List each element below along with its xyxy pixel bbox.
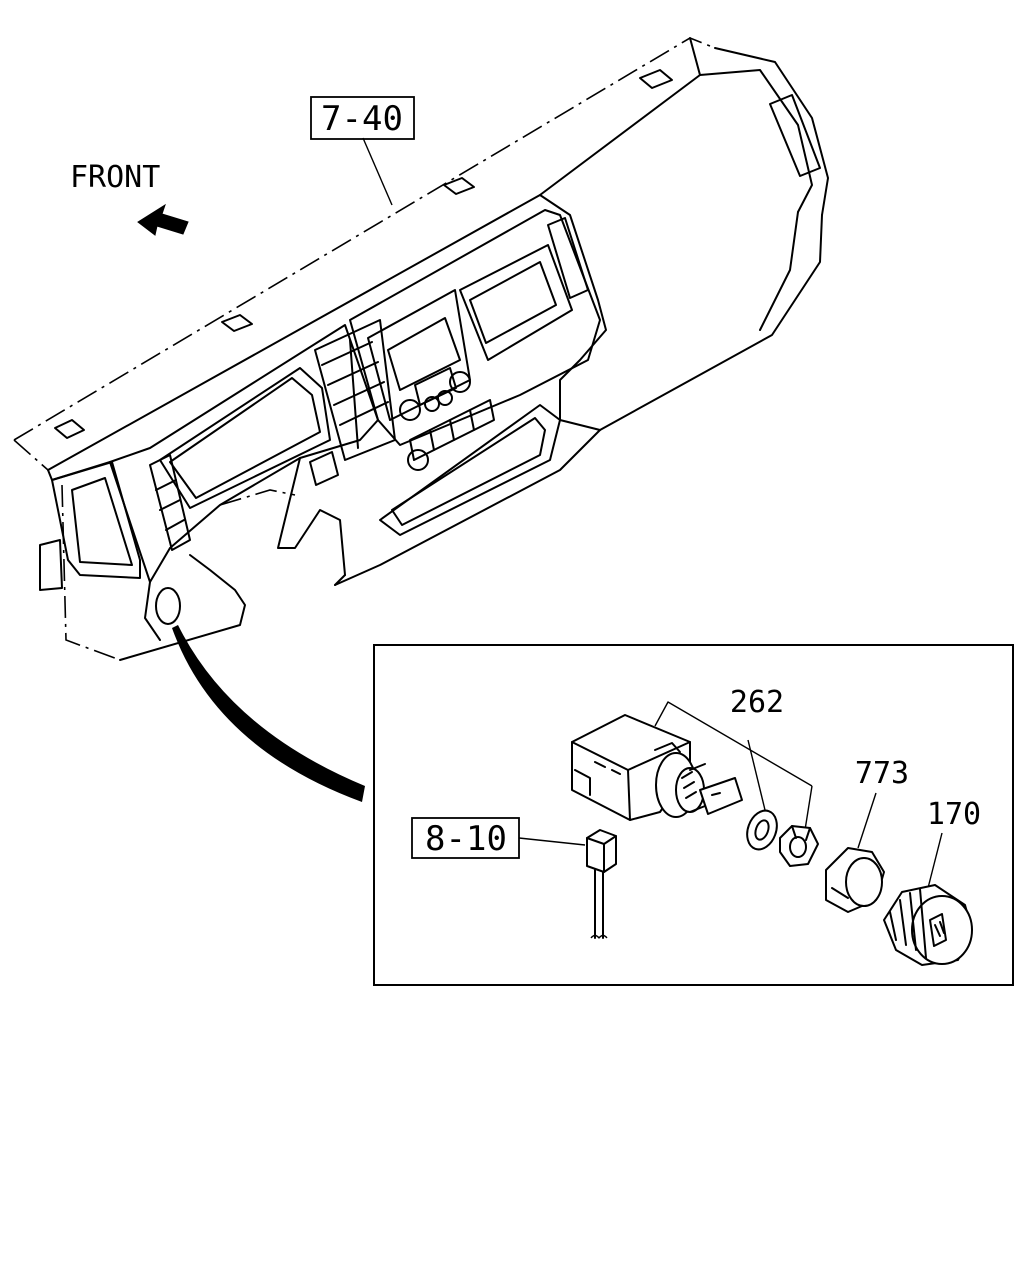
switch-part-label: 262 (730, 685, 784, 720)
connector-ref-label: 8-10 (425, 819, 507, 859)
detail-box (373, 644, 1014, 986)
rotary-switch (571, 714, 743, 821)
leader-connector (518, 837, 586, 846)
leader-170 (927, 832, 943, 889)
washer (746, 809, 778, 851)
dashboard-ref-label: 7-40 (321, 99, 403, 139)
control-knob (883, 884, 973, 966)
dashboard-assembly (13, 37, 829, 661)
bracket-262 (654, 701, 813, 787)
knob-adapter (825, 847, 885, 913)
leader-262-washer (747, 739, 766, 811)
front-arrow-icon (137, 203, 189, 236)
nut-part-label: 773 (855, 756, 909, 791)
front-label: FRONT (70, 160, 160, 195)
wire-connector (586, 829, 617, 939)
hex-nut (779, 825, 819, 867)
leader-dashboard (362, 137, 393, 206)
dashboard-ref-box (310, 96, 415, 140)
knob-part-label: 170 (927, 797, 981, 832)
detail-pointer (172, 625, 365, 802)
leader-773 (857, 792, 877, 849)
leader-262-nut (804, 785, 813, 831)
